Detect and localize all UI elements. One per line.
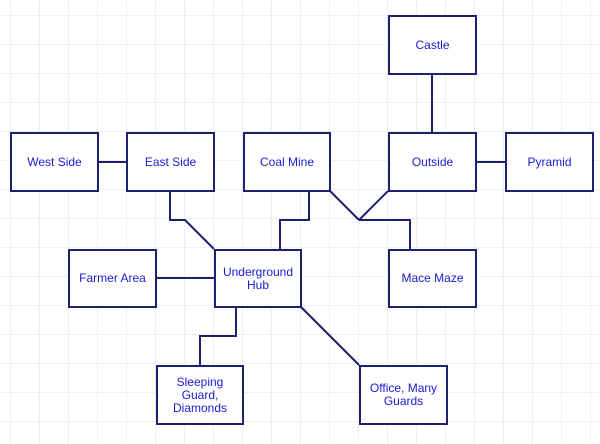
- node-label: Sleeping Guard, Diamonds: [172, 374, 228, 415]
- node-mace-maze[interactable]: Mace Maze: [388, 249, 477, 308]
- node-label: Underground Hub: [222, 264, 294, 292]
- node-label: Mace Maze: [401, 271, 464, 285]
- node-farmer-area[interactable]: Farmer Area: [68, 249, 157, 308]
- node-west-side[interactable]: West Side: [10, 132, 99, 192]
- node-coal-mine[interactable]: Coal Mine: [243, 132, 331, 192]
- edge-outside-junction: [358, 190, 389, 221]
- node-label: Office, Many Guards: [369, 381, 438, 408]
- edge-junction-macemaze: [359, 219, 411, 249]
- edge-coalmine-junction: [329, 190, 360, 221]
- node-label: Outside: [411, 154, 454, 169]
- node-office[interactable]: Office, Many Guards: [359, 365, 448, 425]
- edge-eastside-hub: [169, 191, 215, 250]
- node-sleeping-guard[interactable]: Sleeping Guard, Diamonds: [156, 365, 244, 425]
- node-castle[interactable]: Castle: [388, 15, 477, 75]
- edge-coalmine-hub: [279, 191, 310, 249]
- node-label: Farmer Area: [79, 271, 146, 285]
- node-label: West Side: [27, 154, 82, 169]
- node-label: Pyramid: [527, 154, 572, 169]
- node-label: Castle: [415, 37, 450, 52]
- node-east-side[interactable]: East Side: [126, 132, 215, 192]
- node-outside[interactable]: Outside: [388, 132, 477, 192]
- node-pyramid[interactable]: Pyramid: [505, 132, 594, 192]
- edge-hub-office: [300, 306, 360, 366]
- node-underground-hub[interactable]: Underground Hub: [214, 249, 302, 308]
- node-label: Coal Mine: [259, 154, 315, 169]
- node-label: East Side: [144, 154, 197, 169]
- edge-hub-sleepingguard: [199, 307, 237, 365]
